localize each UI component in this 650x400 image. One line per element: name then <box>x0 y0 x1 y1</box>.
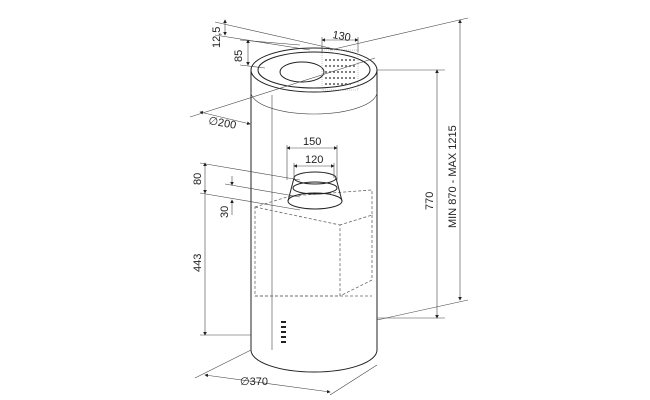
dim-443: 443 <box>192 254 204 272</box>
duct-adapter <box>287 171 343 210</box>
dim-85: 85 <box>233 50 245 62</box>
dim-130: 130 <box>331 29 351 44</box>
motor-box-hidden <box>254 189 373 297</box>
dim-770: 770 <box>424 192 436 210</box>
dim-150: 150 <box>303 136 321 148</box>
dim-min-max: MIN 870 - MAX 1215 <box>447 125 459 228</box>
dim-80: 80 <box>192 173 204 185</box>
dim-30: 30 <box>219 206 231 218</box>
dim-370: ∅370 <box>240 376 268 388</box>
top-collar <box>250 47 378 93</box>
dim-120: 120 <box>305 154 323 166</box>
dim-12-5: 12,5 <box>211 27 223 48</box>
vent-grille <box>321 49 359 91</box>
cylinder-body <box>250 70 378 373</box>
control-buttons <box>281 321 286 343</box>
dim-200: ∅200 <box>207 115 237 132</box>
dimension-lines <box>189 17 469 396</box>
